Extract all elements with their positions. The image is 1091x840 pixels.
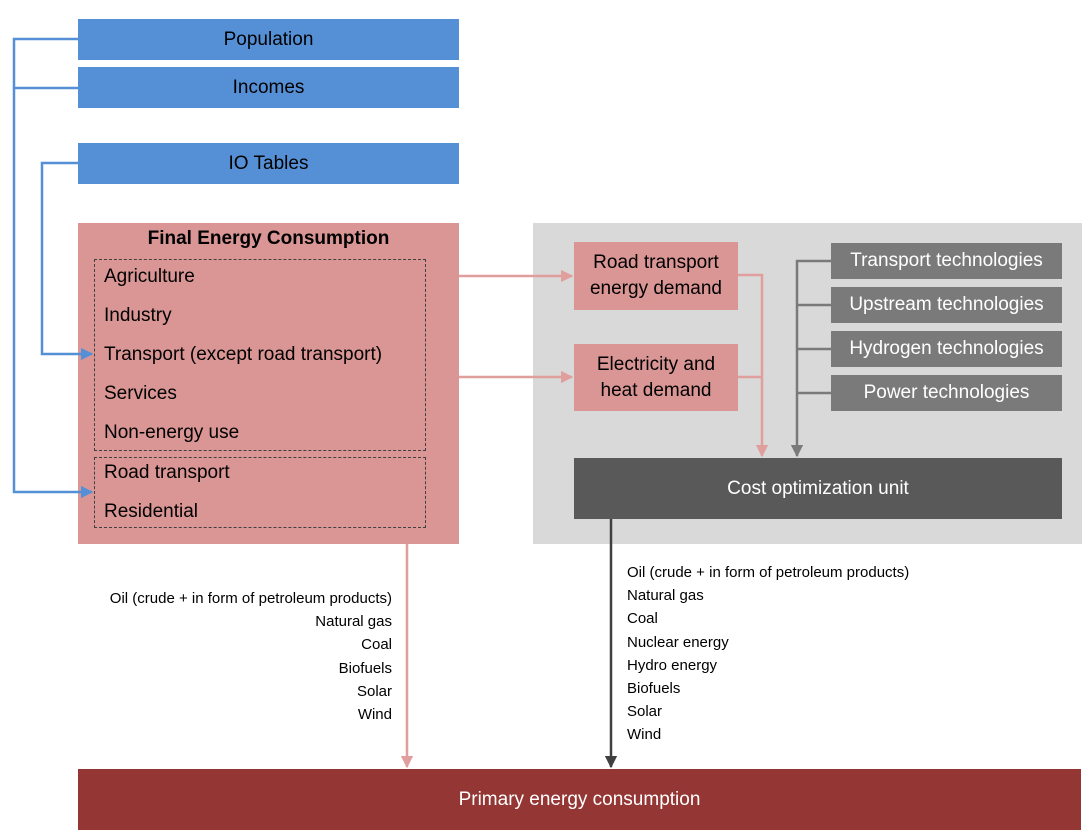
population-label: Population — [223, 28, 314, 50]
cost-optimization-unit-label: Cost optimization unit — [727, 477, 909, 499]
right-fuel-nuclear: Nuclear energy — [627, 633, 729, 651]
primary-energy-consumption-box: Primary energy consumption — [78, 769, 1081, 830]
primary-energy-consumption-label: Primary energy consumption — [458, 788, 701, 810]
incomes-label: Incomes — [232, 76, 305, 98]
io-tables-label: IO Tables — [228, 152, 309, 174]
cost-optimization-unit-box: Cost optimization unit — [574, 458, 1062, 519]
sector-group-1 — [94, 259, 426, 451]
right-fuel-natural-gas: Natural gas — [627, 587, 704, 605]
right-fuel-solar: Solar — [627, 703, 663, 721]
upstream-technologies-box: Upstream technologies — [831, 287, 1062, 323]
population-connector — [12, 37, 94, 499]
right-fuel-hydro: Hydro energy — [627, 656, 718, 674]
hydrogen-technologies-label: Hydrogen technologies — [849, 338, 1044, 359]
right-fuel-coal: Coal — [627, 610, 658, 628]
final-energy-title: Final Energy Consumption — [147, 228, 390, 249]
left-fuel-solar: Solar — [356, 682, 392, 700]
left-fuel-oil: Oil (crude + in form of petroleum produc… — [109, 590, 392, 607]
io-tables-connector — [40, 161, 94, 361]
incomes-box: Incomes — [78, 67, 459, 108]
road-transport-demand-box: Road transport energy demand — [574, 242, 738, 310]
left-fuel-list: Oil (crude + in form of petroleum produc… — [110, 587, 392, 726]
sector-non-energy-use: Non-energy use — [104, 422, 240, 443]
left-fuel-natural-gas: Natural gas — [315, 613, 392, 631]
right-fuel-list: Oil (crude + in form of petroleum produc… — [627, 561, 909, 747]
road-transport-demand-label: Road transport energy demand — [589, 252, 723, 299]
sector-transport: Transport (except road transport) — [104, 344, 383, 365]
electricity-heat-demand-label: Electricity and heat demand — [596, 353, 716, 401]
left-fuel-wind: Wind — [357, 705, 392, 723]
transport-technologies-label: Transport technologies — [850, 250, 1043, 271]
right-fuel-biofuels: Biofuels — [627, 679, 681, 697]
power-technologies-box: Power technologies — [831, 375, 1062, 411]
sector-industry: Industry — [104, 305, 172, 326]
technologies-bracket — [790, 259, 831, 458]
sector-road-transport: Road transport — [104, 462, 230, 483]
transport-technologies-box: Transport technologies — [831, 243, 1062, 279]
upstream-technologies-label: Upstream technologies — [849, 294, 1044, 315]
sector-agriculture: Agriculture — [104, 266, 195, 287]
right-fuel-oil: Oil (crude + in form of petroleum produc… — [627, 564, 910, 581]
right-fuel-wind: Wind — [627, 726, 662, 744]
sector-residential: Residential — [104, 501, 198, 522]
population-box: Population — [78, 19, 459, 60]
final-energy-consumption-box — [78, 223, 459, 544]
power-technologies-label: Power technologies — [863, 382, 1030, 403]
electricity-heat-demand-box: Electricity and heat demand — [574, 344, 738, 411]
sector-services: Services — [104, 383, 177, 404]
road-demand-to-cost-connector — [738, 273, 769, 458]
left-fuel-coal: Coal — [361, 636, 392, 654]
left-fuel-biofuels: Biofuels — [338, 659, 392, 677]
io-tables-box: IO Tables — [78, 143, 459, 184]
sector-group-2 — [94, 457, 426, 528]
hydrogen-technologies-box: Hydrogen technologies — [831, 331, 1062, 367]
